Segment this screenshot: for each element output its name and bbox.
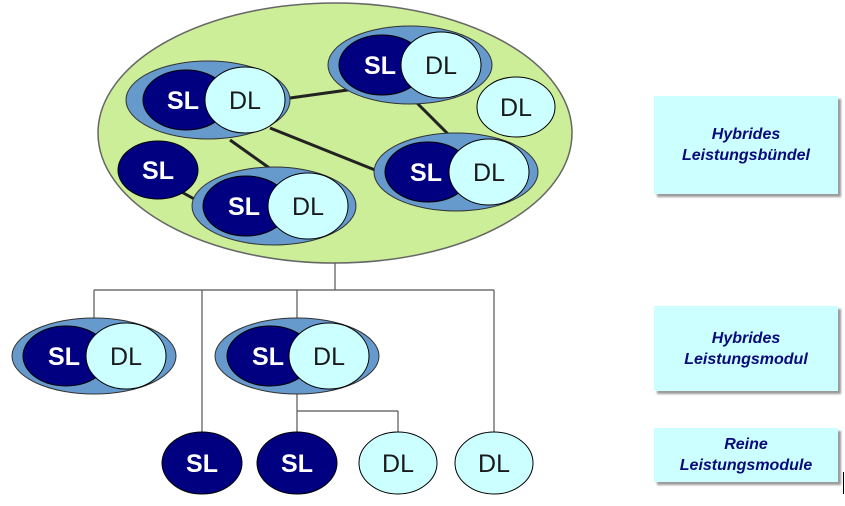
dl-node — [267, 172, 349, 240]
sl-label: SL — [252, 343, 284, 371]
dl-label: DL — [425, 52, 457, 80]
dl-node — [85, 322, 167, 390]
sl-dl-pair-bundle-top: SL DL — [327, 25, 493, 105]
sl-label: SL — [48, 343, 80, 371]
sl-label: SL — [410, 159, 442, 187]
dl-node — [448, 138, 530, 206]
connector-line — [269, 126, 381, 174]
dl-label: DL — [292, 193, 324, 221]
dl-node — [400, 31, 482, 99]
label-hybrid-bundle: Hybrides Leistungsbündel — [654, 96, 838, 194]
sl-dl-pair-bundle-right: SL DL — [373, 132, 539, 212]
text-cursor — [843, 472, 844, 494]
sl-node — [117, 140, 199, 200]
dl-single-bundle: DL — [476, 76, 556, 138]
sl-label: SL — [186, 450, 218, 478]
sl-label: SL — [142, 157, 174, 185]
label-line-1: Hybrides — [711, 126, 781, 143]
sl-dl-pair-bundle-bottom: SL DL — [191, 166, 357, 246]
dl-label: DL — [382, 450, 414, 478]
dl-node — [454, 431, 534, 495]
dl-label: DL — [478, 450, 510, 478]
sl-label: SL — [228, 193, 260, 221]
sl-label: SL — [364, 52, 396, 80]
dl-node — [358, 431, 438, 495]
dl-label: DL — [473, 159, 505, 187]
sl-dl-pair-bundle-left: SL DL — [125, 60, 291, 140]
sl-single-pure-1: SL — [161, 431, 243, 495]
label-line-2: Leistungsmodul — [684, 350, 808, 368]
label-line-1: Reine — [724, 436, 768, 453]
dl-node — [288, 322, 370, 390]
sl-dl-pair-module-left: SL DL — [11, 317, 177, 395]
tree-connections — [93, 263, 495, 432]
label-line-2: Leistungsmodule — [679, 457, 813, 474]
label-pure-modules: Reine Leistungsmodule — [654, 428, 838, 482]
sl-single-bundle: SL — [117, 140, 199, 200]
dl-single-pure-2: DL — [454, 431, 534, 495]
dl-node — [204, 66, 286, 134]
sl-single-pure-2: SL — [256, 431, 338, 495]
label-line-2: Leistungsbündel — [682, 147, 810, 164]
dl-label: DL — [110, 343, 142, 371]
dl-node — [476, 76, 556, 138]
dl-label: DL — [229, 87, 261, 115]
sl-node — [161, 431, 243, 495]
sl-label: SL — [167, 87, 199, 115]
dl-label: DL — [500, 94, 532, 122]
sl-label: SL — [281, 450, 313, 478]
dl-label: DL — [313, 343, 345, 371]
sl-dl-pair-module-center: SL DL — [214, 317, 380, 395]
label-hybrid-module: Hybrides Leistungsmodul — [654, 306, 838, 391]
sl-node — [256, 431, 338, 495]
dl-single-pure-1: DL — [358, 431, 438, 495]
label-line-1: Hybrides — [711, 329, 781, 347]
